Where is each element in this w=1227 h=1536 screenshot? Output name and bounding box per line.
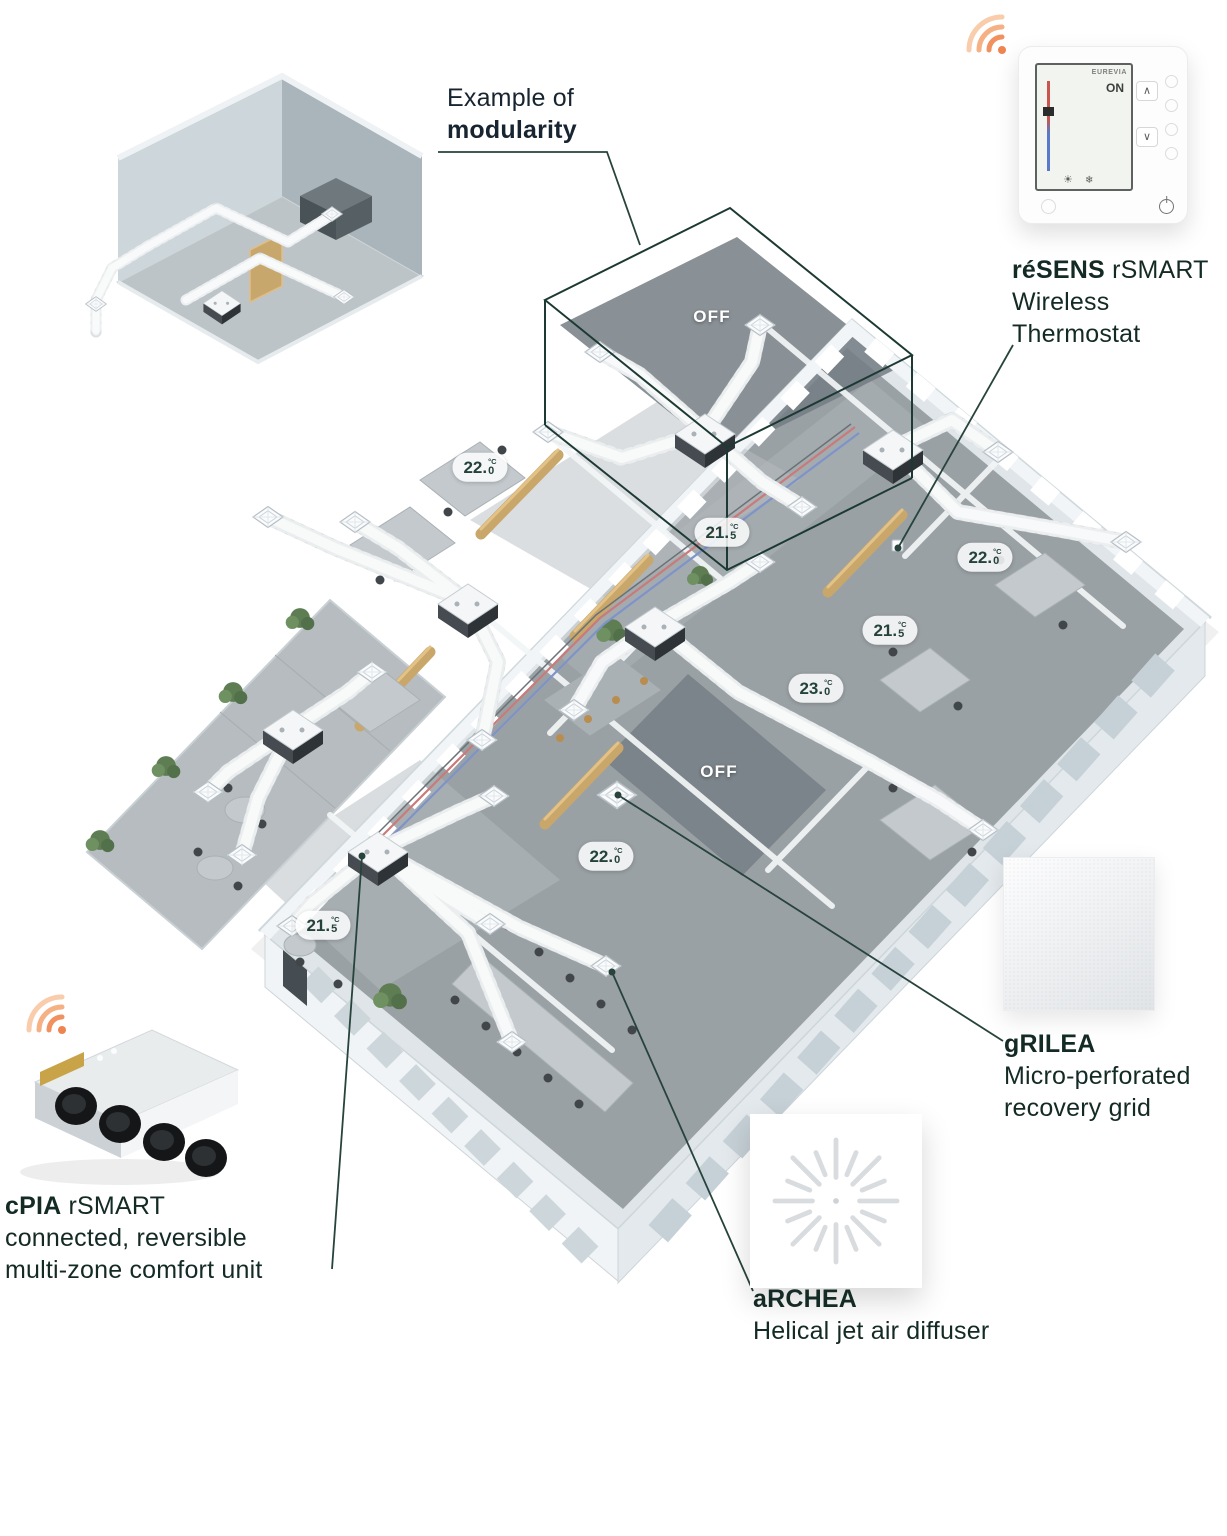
- thermostat-status: ON: [1106, 81, 1124, 95]
- power-icon: [1159, 199, 1174, 214]
- resens-line2: Wireless: [1012, 288, 1110, 316]
- temperature-unit: °C: [488, 456, 497, 466]
- wifi-icon: [29, 997, 66, 1034]
- temperature-value: 22.: [968, 547, 993, 567]
- cpia-series: rSMART: [61, 1192, 166, 1220]
- cpia-callout-line: [331, 855, 363, 1270]
- resens-line3: Thermostat: [1012, 320, 1141, 348]
- grilea-callout-line: [617, 794, 1004, 1042]
- temperature-value: 22.: [463, 457, 488, 477]
- entrance-door: [283, 950, 307, 1006]
- archea-label: aRCHEA Helical jet air diffuser: [753, 1283, 1083, 1347]
- modularity-callout-line: [438, 151, 641, 246]
- plant: [285, 608, 315, 631]
- temperature-unit: °C: [898, 619, 907, 629]
- inset-room: [85, 72, 425, 365]
- modularity-label-line2: modularity: [447, 116, 577, 144]
- temperature-unit: °C: [614, 845, 623, 855]
- grilea-label: gRILEA Micro-perforated recovery grid: [1004, 1028, 1226, 1124]
- off-room-bottom: [604, 674, 826, 876]
- sun-icon: ☀: [1063, 174, 1073, 186]
- temperature-slider: [1043, 81, 1054, 171]
- slider-knob: [1043, 107, 1054, 116]
- off-room-top: [560, 237, 900, 455]
- temperature-decimal: 0: [993, 554, 1000, 567]
- chevron-up-icon: ∧: [1136, 81, 1158, 101]
- thermostat-side-buttons: [1165, 75, 1178, 160]
- temperature-decimal: 0: [824, 685, 831, 698]
- temperature-decimal: 5: [331, 922, 338, 935]
- stools: [556, 677, 648, 742]
- grilea-line2: Micro-perforated: [1004, 1062, 1191, 1090]
- wifi-icon: [969, 17, 1006, 54]
- temperature-decimal: 0: [614, 853, 621, 866]
- cpia-line2: connected, reversible: [5, 1224, 247, 1252]
- archea-callout-line: [611, 971, 754, 1292]
- thermostat-product-image: EUREVIA ON ∧ ∨ ☀ ❄: [1018, 46, 1188, 224]
- temperature-value: 23.: [799, 678, 824, 698]
- wood-partitions: [354, 448, 908, 830]
- thermostat-brand: EUREVIA: [1091, 69, 1127, 76]
- archea-line2: Helical jet air diffuser: [753, 1317, 990, 1345]
- temperature-value: 22.: [589, 846, 614, 866]
- thermostat-round-button: [1041, 199, 1056, 214]
- grilea-product-image: [1003, 857, 1155, 1011]
- cpia-product-art: [20, 1029, 240, 1185]
- archea-name: aRCHEA: [753, 1285, 857, 1313]
- resens-callout-line: [897, 344, 1014, 549]
- grilea-line3: recovery grid: [1004, 1094, 1152, 1122]
- temperature-unit: °C: [993, 546, 1002, 556]
- temperature-value: 21.: [306, 915, 331, 935]
- modularity-label-line1: Example of: [447, 84, 575, 112]
- plant: [218, 682, 248, 705]
- heat-coil: [40, 1052, 84, 1086]
- thermostat-bottom-buttons: [1041, 199, 1174, 214]
- facade-left: [264, 933, 619, 1283]
- temperature-decimal: 5: [898, 627, 905, 640]
- temperature-value: 21.: [705, 522, 730, 542]
- temperature-decimal: 0: [488, 464, 495, 477]
- snowflake-icon: ❄: [1085, 175, 1094, 186]
- modularity-zone-outline: [543, 206, 914, 572]
- cpia-line3: multi-zone comfort unit: [5, 1256, 263, 1284]
- archea-product-image: [750, 1114, 922, 1288]
- helical-diffuser-slots: [772, 1137, 900, 1265]
- zone-off-label: OFF: [700, 762, 738, 781]
- cpia-nozzles: [55, 1087, 227, 1177]
- temperature-unit: °C: [730, 521, 739, 531]
- cpia-name: cPIA: [5, 1192, 62, 1220]
- grilea-name: gRILEA: [1004, 1030, 1096, 1058]
- resens-name: réSENS: [1012, 256, 1105, 284]
- thermostat-screen: EUREVIA ON ∧ ∨ ☀ ❄: [1035, 63, 1158, 191]
- zone-off-label: OFF: [693, 307, 731, 326]
- resens-series: rSMART: [1104, 256, 1209, 284]
- callout-lines: [331, 151, 1014, 1292]
- resens-label: réSENS rSMART Wireless Thermostat: [1012, 254, 1224, 350]
- temperature-value: 21.: [873, 620, 898, 640]
- air-diffuser: [85, 296, 107, 312]
- temperature-unit: °C: [331, 914, 340, 924]
- temperature-decimal: 5: [730, 529, 737, 542]
- temperature-unit: °C: [824, 677, 833, 687]
- cpia-label: cPIA rSMART connected, reversible multi-…: [5, 1190, 340, 1286]
- main-building: [85, 237, 1219, 1285]
- chevron-down-icon: ∨: [1136, 127, 1158, 147]
- modularity-label: Example of modularity: [447, 82, 577, 146]
